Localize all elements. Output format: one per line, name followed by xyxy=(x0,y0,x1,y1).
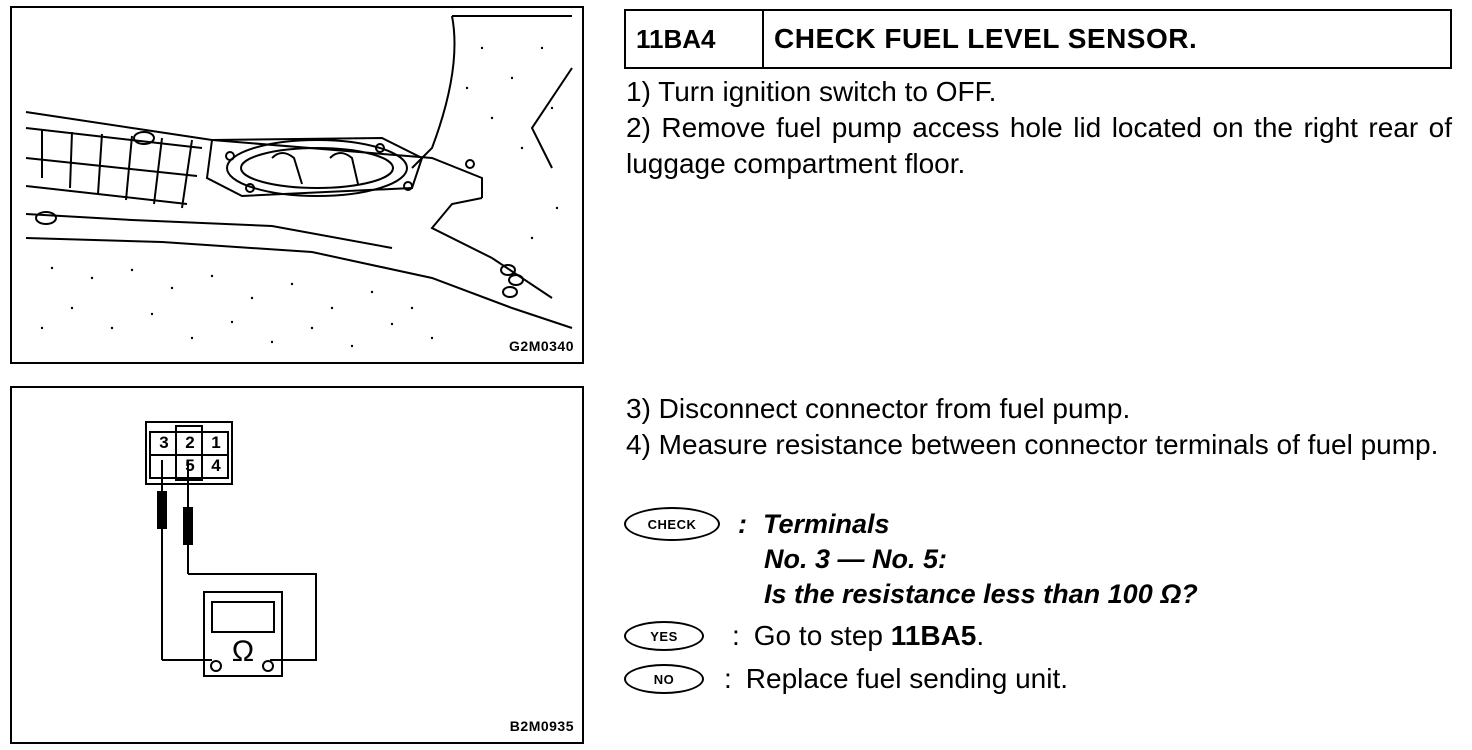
yes-prefix: Go to step xyxy=(753,620,891,651)
ohmmeter xyxy=(203,591,283,677)
terminal-6: 6 xyxy=(152,456,176,476)
no-colon: : xyxy=(724,663,732,694)
terminal-1: 1 xyxy=(211,433,221,452)
yes-suffix: . xyxy=(976,620,985,651)
yes-text: Go to step 11BA5. xyxy=(754,620,984,652)
instruction-2: 2) Remove fuel pump access hole lid loca… xyxy=(626,112,1452,179)
ohm-symbol: Ω xyxy=(231,635,255,668)
no-icon: NO xyxy=(624,664,704,694)
check-line-1: Terminals xyxy=(763,509,890,539)
check-icon: CHECK xyxy=(624,507,720,541)
yes-colon: : xyxy=(732,620,740,651)
instruction-4: 4) Measure resistance between connector … xyxy=(626,429,1439,460)
step-header: 11BA4 CHECK FUEL LEVEL SENSOR. xyxy=(624,9,1452,69)
instruction-1: 1) Turn ignition switch to OFF. xyxy=(626,76,997,107)
connector-ohmmeter-drawing xyxy=(145,421,317,677)
luggage-floor-drawing xyxy=(25,15,573,348)
step-number: 11BA4 xyxy=(626,11,764,67)
step-title: CHECK FUEL LEVEL SENSOR. xyxy=(774,23,1198,54)
check-block: CHECK : Terminals xyxy=(624,506,890,542)
yes-row: YES : Go to step 11BA5. xyxy=(624,620,984,652)
figure-code: G2M0340 xyxy=(509,338,574,354)
instruction-3: 3) Disconnect connector from fuel pump. xyxy=(626,393,1131,424)
no-row: NO : Replace fuel sending unit. xyxy=(624,663,1068,695)
terminal-3: 3 xyxy=(159,433,169,452)
check-line-3: Is the resistance less than 100 Ω? xyxy=(764,579,1198,609)
yes-icon: YES xyxy=(624,621,704,651)
check-line-2: No. 3 — No. 5: xyxy=(764,544,948,574)
terminal-2: 2 xyxy=(185,433,195,452)
terminal-4: 4 xyxy=(211,456,221,475)
resistance-measurement-illustration: 3 2 1 6 5 4 Ω B2M0935 xyxy=(10,386,584,744)
terminal-5: 5 xyxy=(185,456,195,475)
yes-target-step: 11BA5 xyxy=(890,620,977,651)
check-colon: : xyxy=(738,509,747,539)
fuel-pump-access-illustration: G2M0340 xyxy=(10,6,584,364)
figure-code: B2M0935 xyxy=(509,718,574,734)
no-text: Replace fuel sending unit. xyxy=(745,663,1068,694)
